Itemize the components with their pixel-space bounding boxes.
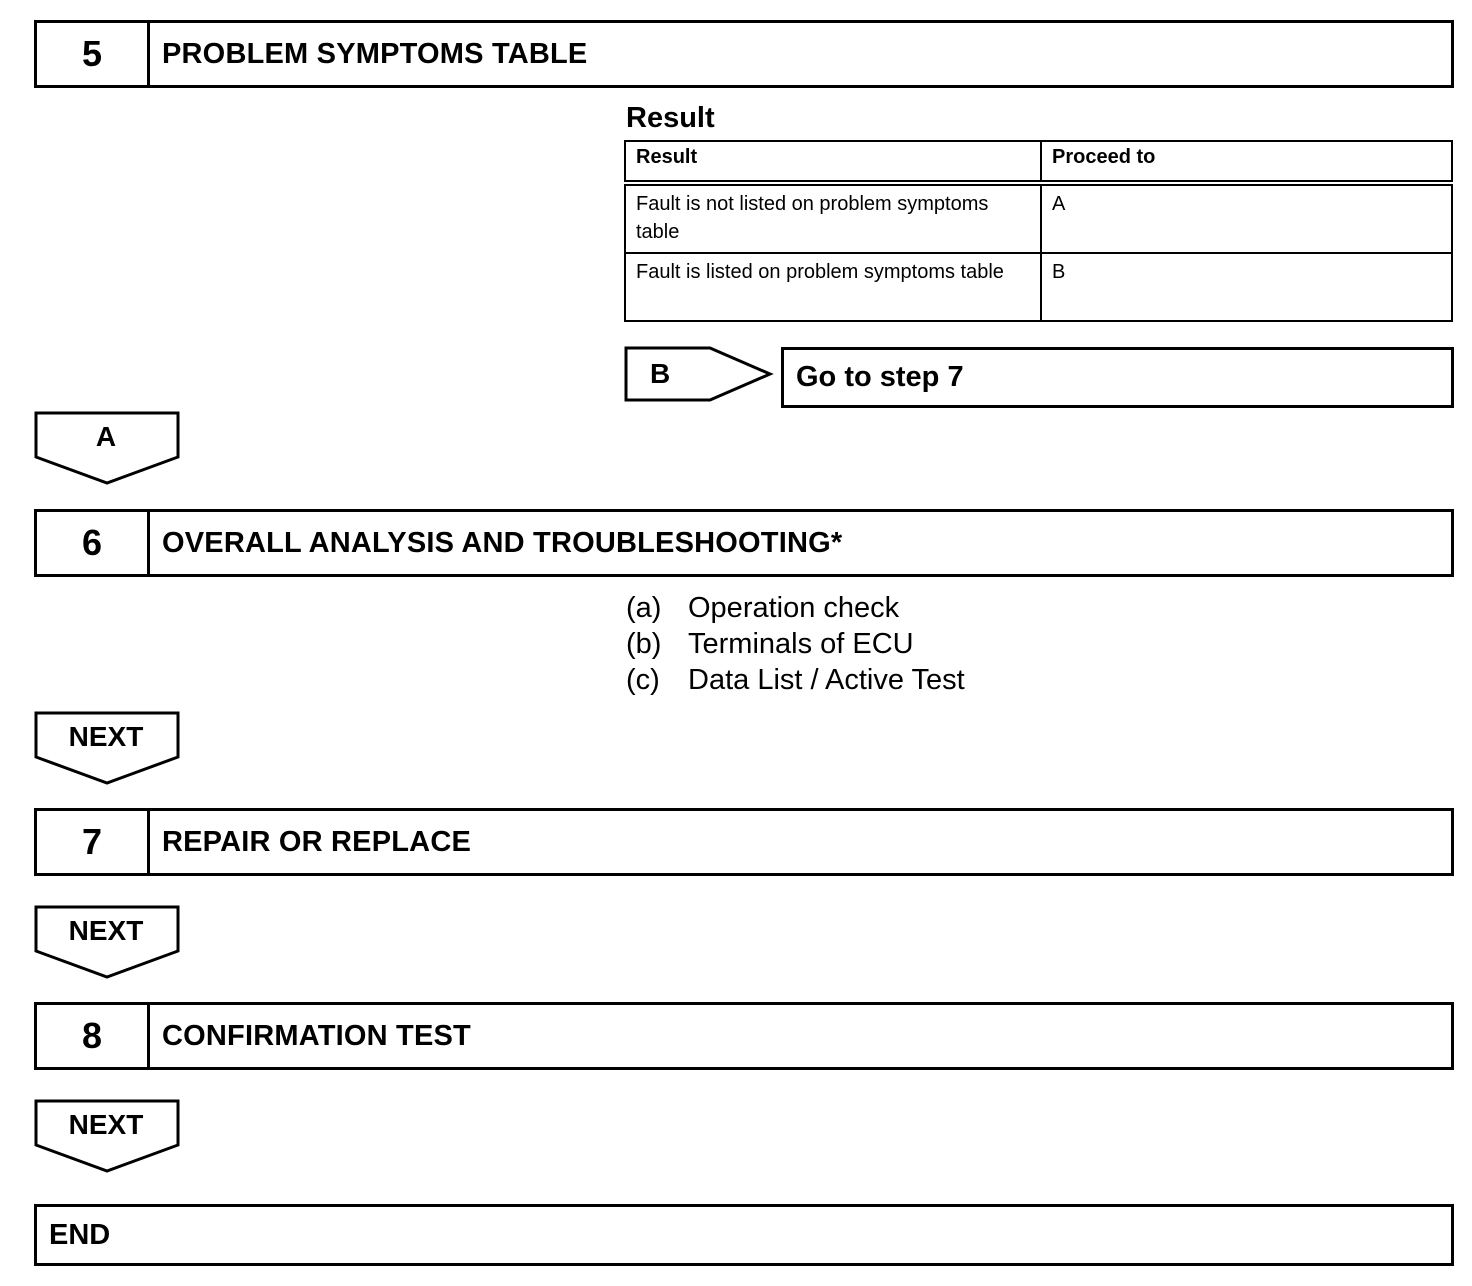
step-8-header: 8 CONFIRMATION TEST	[34, 1002, 1454, 1070]
goto-step-box[interactable]: Go to step 7	[781, 347, 1454, 408]
next-arrow[interactable]: NEXT	[34, 711, 180, 785]
arrow-label: A	[95, 421, 117, 452]
branch-label: B	[650, 358, 671, 389]
branch-b-arrow[interactable]: B	[624, 346, 774, 404]
down-arrow-icon	[34, 905, 180, 979]
list-item: (b) Terminals of ECU	[626, 626, 965, 662]
item-letter: (c)	[626, 664, 660, 696]
table-row: Fault is not listed on problem symptoms …	[624, 182, 1453, 254]
step-number: 6	[37, 512, 150, 574]
step-number: 7	[37, 811, 150, 873]
step-title: CONFIRMATION TEST	[162, 1019, 471, 1052]
arrow-label: NEXT	[68, 915, 144, 946]
step-number: 5	[37, 23, 150, 85]
table-header-row: Result Proceed to	[624, 140, 1453, 186]
next-arrow[interactable]: NEXT	[34, 1099, 180, 1173]
result-heading: Result	[626, 102, 715, 134]
table-row: Fault is listed on problem symptoms tabl…	[624, 252, 1453, 322]
item-letter: (a)	[626, 592, 662, 624]
step-title: PROBLEM SYMPTOMS TABLE	[162, 37, 588, 70]
column-header-result: Result	[624, 140, 1042, 186]
check-list: (a) Operation check (b) Terminals of ECU…	[626, 590, 965, 698]
end-box: END	[34, 1204, 1454, 1266]
column-header-proceed: Proceed to	[1040, 140, 1453, 186]
item-text: Operation check	[688, 592, 900, 624]
down-arrow-icon	[34, 411, 180, 485]
step-6-header: 6 OVERALL ANALYSIS AND TROUBLESHOOTING*	[34, 509, 1454, 577]
result-table: Result Proceed to Fault is not listed on…	[624, 140, 1453, 322]
step-7-header: 7 REPAIR OR REPLACE	[34, 808, 1454, 876]
step-5-header: 5 PROBLEM SYMPTOMS TABLE	[34, 20, 1454, 88]
step-title: REPAIR OR REPLACE	[162, 825, 472, 858]
result-cell: Fault is not listed on problem symptoms …	[624, 182, 1042, 254]
down-arrow-icon	[34, 711, 180, 785]
proceed-cell: B	[1040, 252, 1453, 322]
list-item: (a) Operation check	[626, 590, 965, 626]
proceed-cell: A	[1040, 182, 1453, 254]
step-title: OVERALL ANALYSIS AND TROUBLESHOOTING*	[162, 526, 843, 559]
next-arrow[interactable]: NEXT	[34, 905, 180, 979]
item-letter: (b)	[626, 628, 662, 660]
right-arrow-icon	[624, 346, 774, 402]
branch-a-arrow[interactable]: A	[34, 411, 180, 485]
arrow-label: NEXT	[68, 1109, 144, 1140]
step-number: 8	[37, 1005, 150, 1067]
result-cell: Fault is listed on problem symptoms tabl…	[624, 252, 1042, 322]
down-arrow-icon	[34, 1099, 180, 1173]
list-item: (c) Data List / Active Test	[626, 662, 965, 698]
item-text: Terminals of ECU	[688, 628, 914, 660]
arrow-label: NEXT	[68, 721, 144, 752]
item-text: Data List / Active Test	[688, 664, 965, 696]
